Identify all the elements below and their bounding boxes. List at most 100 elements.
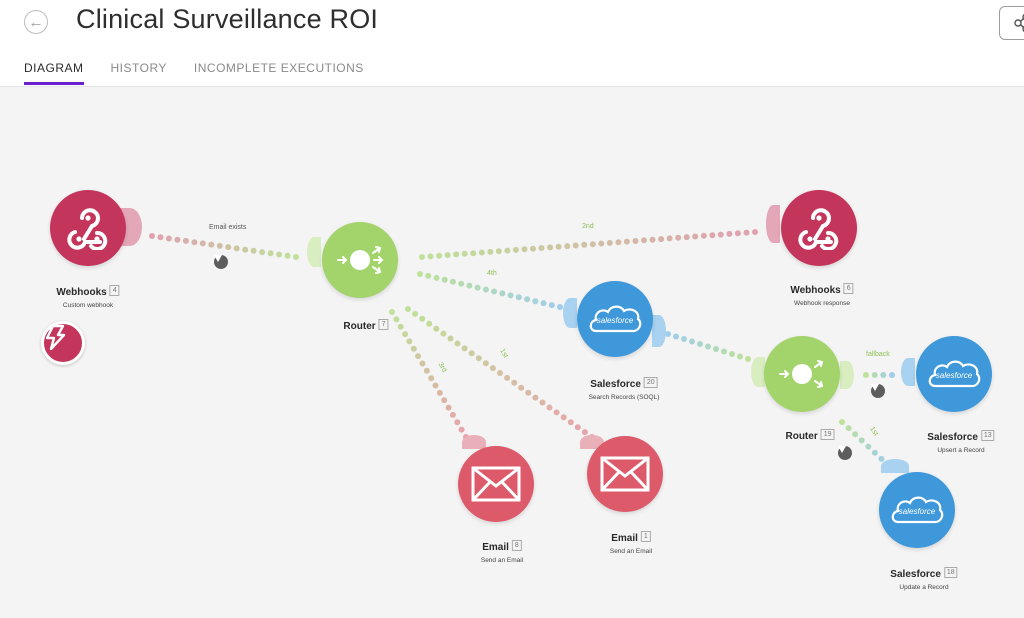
svg-text:salesforce: salesforce [936,371,973,380]
link-dot [444,252,451,259]
link-dot [233,245,240,252]
link-dot [606,239,613,246]
link-dot [497,370,503,376]
link-dot [461,250,468,257]
module-number: 7 [378,319,389,331]
link-dot [267,250,274,257]
link-dot [454,340,461,347]
link-dot [449,411,456,418]
module-number: 13 [980,430,995,442]
salesforce-icon: salesforce [589,305,642,333]
module-salesforce-13[interactable]: salesforce [916,336,992,412]
module-router-19[interactable] [764,336,840,412]
module-action: Webhook response [794,300,850,307]
link-dot [705,343,711,350]
tab-history[interactable]: HISTORY [110,61,167,75]
router-19-output-stub [840,361,854,389]
link-dot [426,320,433,327]
link-dot [557,304,563,310]
link-router-to-email-1 [405,306,595,440]
link-dot [284,252,291,259]
link-router-to-salesforce-upsert [863,372,895,378]
link-dot [589,241,596,248]
back-button[interactable]: ← [24,10,48,34]
link-dot [445,404,452,411]
link-dot [415,353,422,360]
module-app-name: Email [482,542,509,553]
link-dot [507,292,514,299]
module-email-8[interactable] [458,446,534,522]
link-dot [865,443,872,450]
scenario-header: ← Clinical Surveillance ROI DIAGRAM HIST… [0,0,1024,87]
module-app-name: Email [611,533,638,544]
link-dot [673,333,679,340]
module-app-name: Router [343,321,376,332]
router-19-input-stub [751,357,765,387]
page-title: Clinical Surveillance ROI [76,4,379,34]
link-dot [512,246,519,253]
module-email-1[interactable] [587,436,663,512]
module-salesforce-20[interactable]: salesforce [577,281,653,357]
link-dot [658,236,665,243]
link-dot [478,249,485,256]
link-dot [432,382,439,389]
link-dot [697,341,703,347]
link-dot [539,399,546,406]
scenario-canvas[interactable]: Email exists 2nd 4th 3rd 1st fallback 1s… [0,87,1024,618]
module-app-name: Webhooks [790,285,841,296]
link-dot [174,236,181,243]
filter-1st-route[interactable] [838,446,852,460]
module-webhooks-4[interactable] [50,190,126,266]
link-dot [560,414,567,421]
link-dot [681,336,687,342]
link-dot [649,236,656,243]
link-dot [752,229,758,235]
link-dot [441,276,448,283]
svg-text:salesforce: salesforce [597,316,634,325]
link-dot [515,294,522,301]
share-button[interactable] [999,6,1024,40]
link-dot [242,246,249,253]
link-dot [393,316,400,323]
link-dot [402,331,409,338]
module-webhooks-6[interactable] [781,190,857,266]
link-dot [149,233,155,239]
link-dot [689,338,695,345]
link-dot [475,355,482,362]
connection-layer [149,229,895,468]
link-dot [726,230,733,237]
tab-diagram[interactable]: DIAGRAM [24,61,84,85]
tab-incomplete-executions[interactable]: INCOMPLETE EXECUTIONS [193,61,364,75]
link-dot [632,238,639,244]
tab-bar: DIAGRAM HISTORY INCOMPLETE EXECUTIONS [24,61,364,85]
link-dot [863,372,869,378]
router-icon [779,360,824,388]
module-app-name: Salesforce [927,432,978,443]
module-router-7[interactable] [322,222,398,298]
link-dot [433,325,440,332]
filter-fallback[interactable] [871,384,885,398]
link-router-to-webhooks-response [419,229,758,260]
link-dot [250,247,257,254]
link-dot [157,234,164,241]
link-dot [495,248,502,255]
link-dot [858,437,865,444]
filter-email-exists[interactable] [214,255,228,269]
module-salesforce-18[interactable]: salesforce [879,472,955,548]
envelope-icon [471,466,521,502]
link-dot [449,278,456,285]
salesforce-icon: salesforce [891,496,944,524]
link-dot [441,397,448,404]
link-dot [717,231,724,238]
email-8-input-stub [462,435,486,449]
link-dot [871,449,878,456]
module-number: 6 [843,283,854,295]
link-dot [615,239,622,246]
